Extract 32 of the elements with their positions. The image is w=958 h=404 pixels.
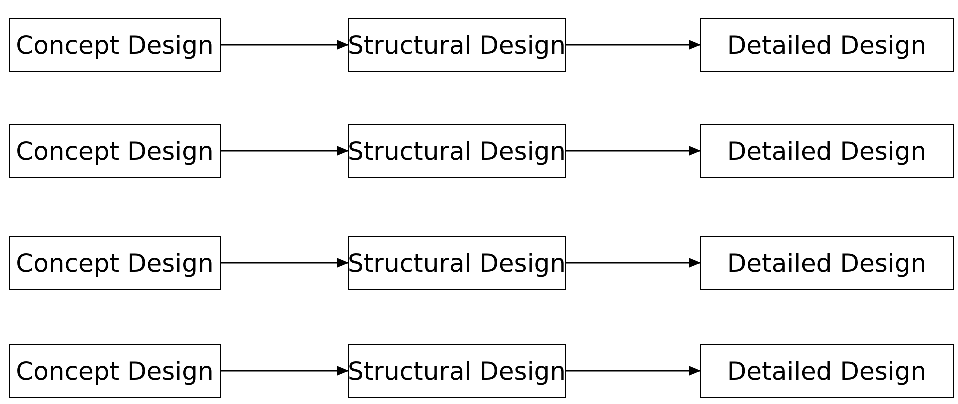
arrow: [566, 146, 701, 156]
box-label: Detailed Design: [727, 30, 927, 60]
process-box: [348, 124, 566, 178]
box-label: Concept Design: [16, 136, 214, 166]
box-label: Structural Design: [348, 356, 566, 386]
process-box: [9, 124, 221, 178]
process-box: [700, 236, 954, 290]
box-label: Structural Design: [348, 136, 566, 166]
process-box: [9, 18, 221, 72]
box-label: Concept Design: [16, 248, 214, 278]
process-box: [700, 18, 954, 72]
arrow: [221, 40, 349, 50]
process-box: [9, 236, 221, 290]
process-box: [700, 344, 954, 398]
box-label: Structural Design: [348, 30, 566, 60]
box-label: Concept Design: [16, 356, 214, 386]
box-label: Detailed Design: [727, 356, 927, 386]
box-label: Detailed Design: [727, 136, 927, 166]
process-box: [348, 236, 566, 290]
arrow: [221, 366, 349, 376]
arrow: [566, 258, 701, 268]
box-label: Detailed Design: [727, 248, 927, 278]
process-box: [700, 124, 954, 178]
process-box: [9, 344, 221, 398]
arrow: [221, 258, 349, 268]
arrow: [566, 366, 701, 376]
process-box: [348, 18, 566, 72]
process-box: [348, 344, 566, 398]
arrow: [221, 146, 349, 156]
box-label: Structural Design: [348, 248, 566, 278]
arrow: [566, 40, 701, 50]
box-label: Concept Design: [16, 30, 214, 60]
